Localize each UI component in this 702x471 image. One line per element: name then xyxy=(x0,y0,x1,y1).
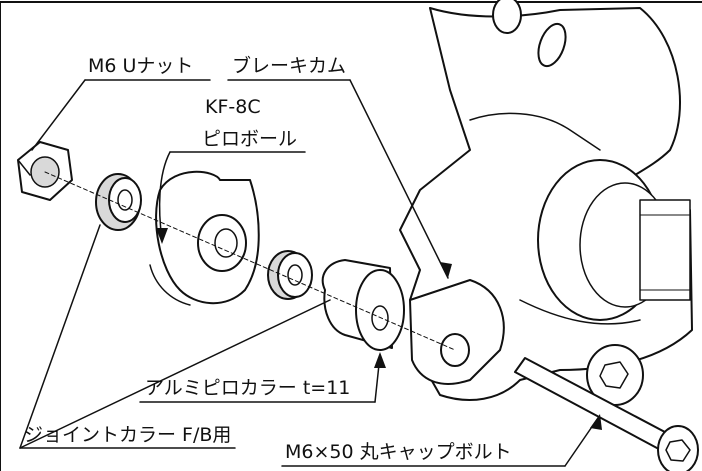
lever-hole xyxy=(440,333,470,367)
hub-screw-socket xyxy=(599,361,629,389)
pillow-ball xyxy=(149,170,260,306)
assembly-axis xyxy=(44,171,456,351)
leader-joint-a xyxy=(19,224,101,449)
rod-end-edge xyxy=(149,264,191,306)
brake-cam-assembly xyxy=(399,0,693,406)
leader-brake-cam xyxy=(349,79,449,279)
cone-hole xyxy=(371,305,389,331)
u-nut xyxy=(17,141,73,201)
alu-collar-washer xyxy=(267,250,313,300)
bolt-socket xyxy=(665,439,691,462)
leader-u-nut xyxy=(31,79,86,151)
leader-lines xyxy=(19,79,602,467)
cap-bolt xyxy=(514,357,699,471)
label-alu-collar: アルミピロカラー t=11 xyxy=(145,377,350,399)
washer-hole xyxy=(287,264,303,286)
joint-collar-left xyxy=(95,173,142,231)
collar-hole xyxy=(117,189,133,211)
cam-slot xyxy=(537,22,567,68)
cam-lever xyxy=(409,279,505,385)
leader-joint-b xyxy=(19,299,331,449)
hub-sleeve xyxy=(639,199,691,301)
label-pillow-model: KF-8C xyxy=(205,96,261,118)
cam-upper-hole xyxy=(492,0,522,34)
cam-edge xyxy=(469,112,601,151)
label-u-nut: M6 Uナット xyxy=(88,55,193,77)
joint-collar-cone xyxy=(321,259,405,351)
label-cap-bolt: M6×50 丸キャップボルト xyxy=(285,441,512,463)
label-brake-cam: ブレーキカム xyxy=(232,54,346,77)
nut-edge xyxy=(17,159,31,176)
label-joint-collar: ジョイントカラー F/B用 xyxy=(24,424,231,446)
arrow-alu xyxy=(374,352,386,368)
arrow-bolt xyxy=(590,414,602,430)
cam-edge xyxy=(519,299,641,325)
rod-end-hole xyxy=(214,228,238,258)
arrow-brake-cam xyxy=(440,262,452,278)
arrow-pillow xyxy=(156,228,168,244)
label-pillow-ball: ピロボール xyxy=(202,128,297,150)
